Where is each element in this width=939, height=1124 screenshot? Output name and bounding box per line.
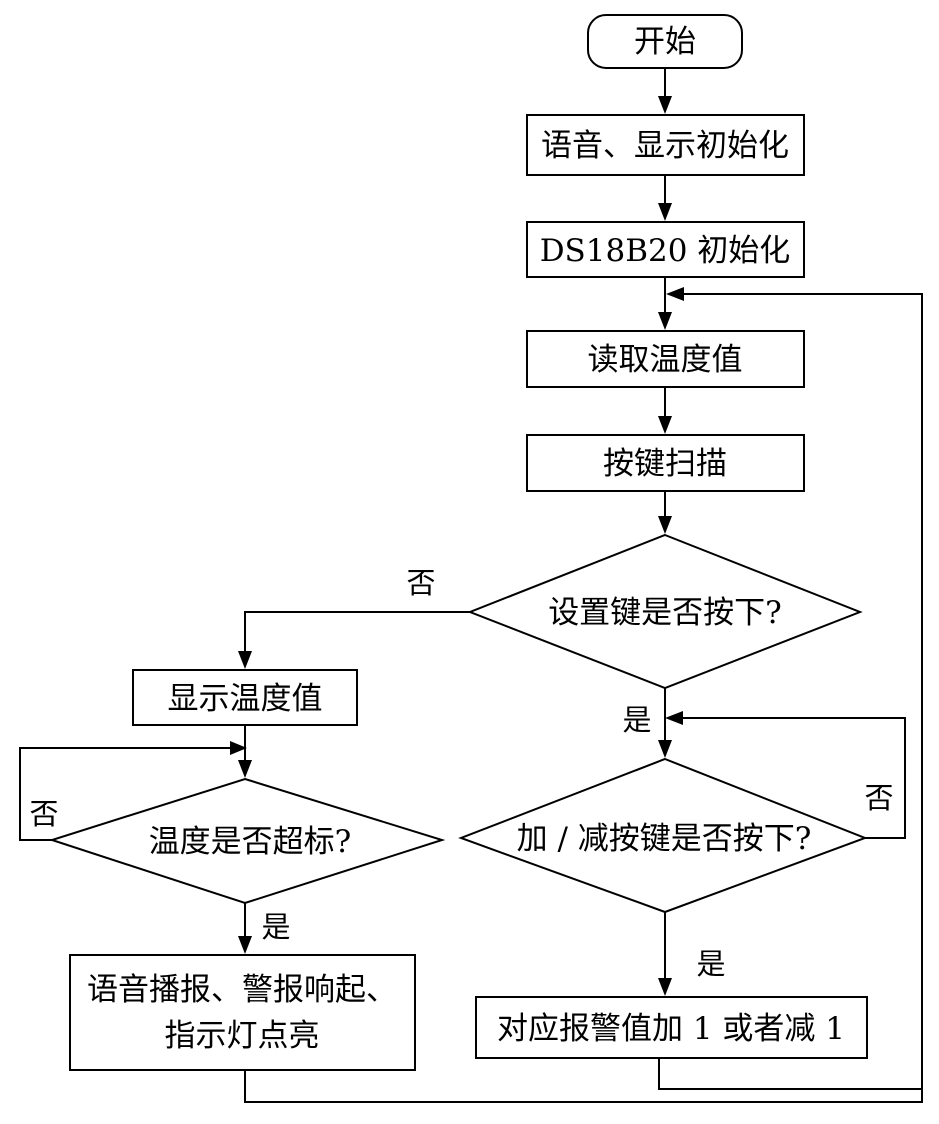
arrowhead: [665, 711, 683, 725]
temp-no-label: 否: [29, 797, 58, 831]
decision-diamond: [458, 757, 868, 914]
decision-diamond: [467, 533, 863, 690]
process-box: [132, 669, 358, 726]
set-key-yes-label: 是: [622, 703, 651, 737]
node-start: 开始: [587, 14, 743, 69]
temp-decision-label: 温度是否超标?: [149, 824, 352, 860]
arrowhead: [666, 287, 684, 301]
arrowhead: [238, 936, 252, 954]
arrowhead: [230, 741, 247, 755]
edge-temp-no-loop: [19, 747, 232, 841]
arrowhead: [658, 516, 672, 534]
process-box: [526, 330, 805, 388]
arrowhead: [658, 740, 672, 758]
arrowhead: [658, 96, 672, 114]
node-init-voice-display: 语音、显示初始化: [526, 114, 805, 176]
set-key-label: 设置键是否按下?: [548, 595, 782, 631]
node-init-ds18b20: DS18B20 初始化: [526, 221, 805, 278]
arrowhead: [238, 760, 252, 778]
edge-setkey-no-to-show: [244, 611, 470, 653]
node-key-scan: 按键扫描: [526, 434, 805, 492]
plus-minus-yes-label: 是: [696, 947, 725, 981]
alarm-action-line2: 指示灯点亮: [165, 1018, 320, 1054]
process-box: [526, 434, 805, 492]
node-show-temp: 显示温度值: [132, 669, 358, 726]
arrowhead: [658, 416, 672, 434]
arrowhead: [658, 312, 672, 330]
edge-alarm-return: [244, 293, 923, 1103]
node-plus-minus-decision: 加 / 减按键是否按下?: [458, 757, 868, 914]
arrowheads: [230, 96, 684, 996]
edge-plusminus-no-loop: [680, 717, 906, 839]
node-alarm-action: 语音播报、警报响起、 指示灯点亮: [69, 954, 416, 1071]
node-adjust-threshold: 对应报警值加 1 或者减 1: [475, 996, 868, 1059]
process-box: [526, 114, 805, 176]
process-box: [475, 996, 868, 1059]
key-scan-label: 按键扫描: [603, 446, 727, 482]
node-temp-decision: 温度是否超标?: [48, 777, 446, 905]
process-box: [526, 221, 805, 278]
plus-minus-label: 加 / 减按键是否按下?: [517, 821, 812, 857]
init-ds18b20-label: DS18B20 初始化: [540, 233, 791, 269]
edge-adjust-return: [658, 1058, 922, 1090]
arrowhead: [238, 651, 252, 669]
temp-yes-label: 是: [261, 910, 290, 944]
connectors: [19, 68, 923, 1103]
adjust-threshold-label: 对应报警值加 1 或者减 1: [497, 1011, 845, 1047]
arrowhead: [658, 978, 672, 996]
init-voice-display-label: 语音、显示初始化: [541, 128, 789, 164]
show-temp-label: 显示温度值: [168, 681, 323, 717]
set-key-no-label: 否: [406, 566, 435, 600]
plus-minus-no-label: 否: [864, 781, 893, 815]
decision-diamond: [48, 777, 446, 905]
node-read-temp: 读取温度值: [526, 330, 805, 388]
alarm-action-line1: 语音播报、警报响起、: [87, 972, 397, 1008]
start-label: 开始: [634, 24, 696, 60]
process-box: [69, 954, 416, 1071]
node-set-key-decision: 设置键是否按下?: [467, 533, 863, 690]
read-temp-label: 读取温度值: [588, 342, 743, 378]
arrowhead: [658, 203, 672, 221]
start-terminal: [587, 14, 743, 69]
